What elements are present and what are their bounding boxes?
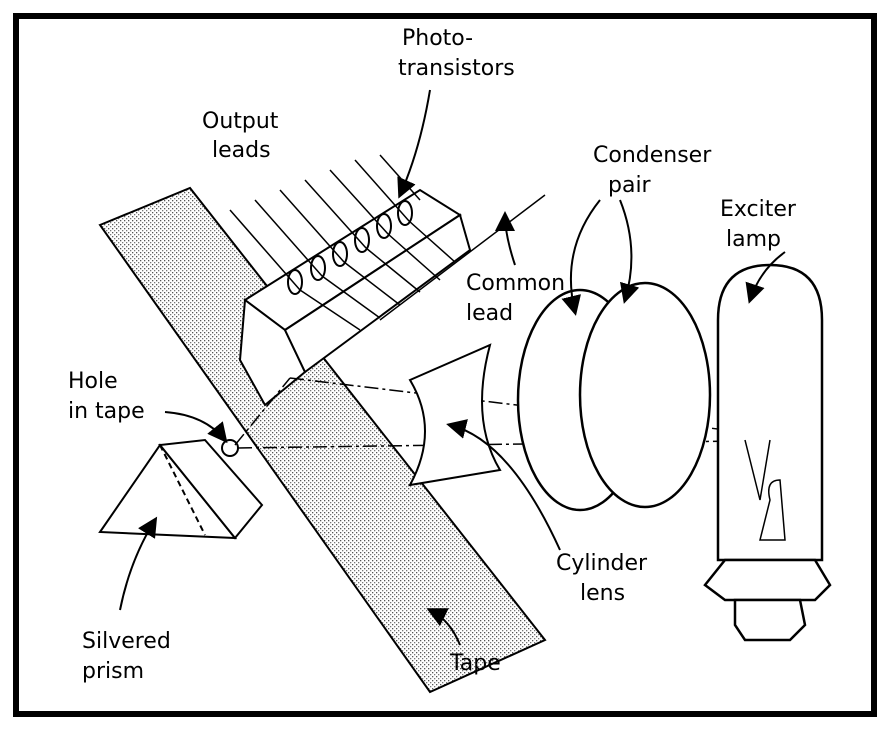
exciter-lamp [703, 263, 832, 642]
label-cylinder-2: lens [580, 581, 625, 606]
condenser-pair [516, 281, 712, 512]
arrow-hole [164, 411, 228, 444]
tape [98, 186, 547, 694]
arrow-photo [397, 89, 431, 199]
arrow-common [495, 211, 516, 266]
silvered-prism [98, 438, 264, 540]
label-photo-1: Photo- [402, 26, 473, 51]
label-photo-2: transistors [398, 56, 515, 81]
label-condenser-1: Condenser [593, 143, 712, 168]
label-exciter-2: lamp [726, 227, 781, 252]
label-silvered-2: prism [82, 659, 144, 684]
label-hole-1: Hole [68, 369, 118, 394]
arrow-condenser-2 [619, 199, 640, 304]
label-common-2: lead [466, 301, 513, 326]
label-output-1: Output [202, 109, 279, 134]
hole-in-tape [221, 439, 239, 457]
arrow-condenser-1 [561, 199, 601, 316]
label-condenser-2: pair [608, 173, 652, 198]
label-common-1: Common [466, 271, 565, 296]
arrow-silvered [119, 516, 158, 611]
label-tape: Tape [449, 651, 501, 676]
arrow-cylinder [446, 419, 561, 551]
label-silvered-1: Silvered [82, 629, 171, 654]
cylinder-lens [408, 343, 502, 487]
label-output-2: leads [212, 138, 271, 163]
label-cylinder-1: Cylinder [556, 551, 648, 576]
arrow-exciter [745, 251, 786, 304]
label-hole-2: in tape [68, 399, 145, 424]
arrow-tape [426, 608, 461, 646]
label-exciter-1: Exciter [720, 197, 797, 222]
frame-border [13, 13, 877, 717]
